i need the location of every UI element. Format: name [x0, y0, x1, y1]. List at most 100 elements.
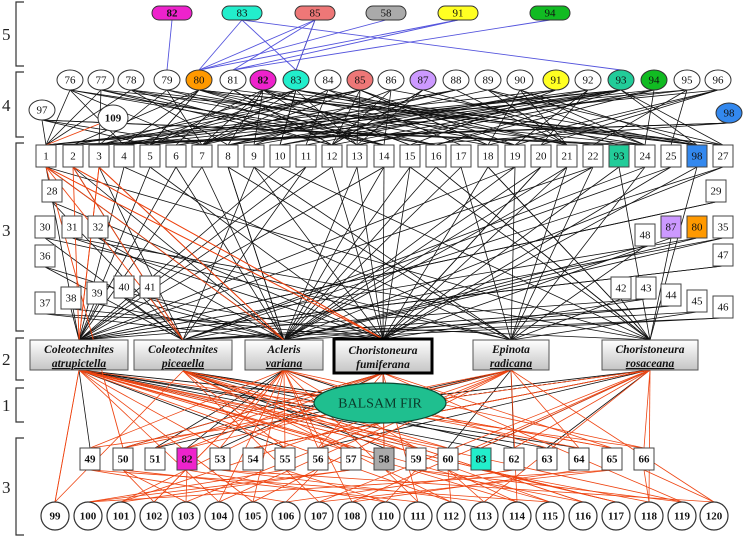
level3-side-node-35[interactable]: 35 [712, 215, 734, 239]
level3-bottom-node-49[interactable]: 49 [79, 447, 101, 471]
level4-node-109[interactable]: 109 [97, 104, 129, 132]
level3-parasitoid-node-110[interactable]: 110 [371, 501, 401, 531]
level3-parasitoid-node-116[interactable]: 116 [568, 501, 598, 531]
level3-side-node-44[interactable]: 44 [660, 283, 682, 307]
level3-parasitoid-node-106[interactable]: 106 [271, 501, 301, 531]
level3-bottom-node-66[interactable]: 66 [633, 447, 655, 471]
level4-node-82[interactable]: 82 [249, 69, 277, 91]
level3-node-5[interactable]: 5 [139, 144, 161, 168]
level4-node-97[interactable]: 97 [28, 99, 56, 121]
level4-node-89[interactable]: 89 [474, 69, 502, 91]
level3-bottom-node-55[interactable]: 55 [274, 447, 296, 471]
level3-parasitoid-node-112[interactable]: 112 [436, 501, 466, 531]
level3-node-2[interactable]: 2 [62, 144, 84, 168]
level3-bottom-node-64[interactable]: 64 [568, 447, 590, 471]
level3-parasitoid-node-101[interactable]: 101 [106, 501, 136, 531]
level3-bottom-node-56[interactable]: 56 [307, 447, 329, 471]
level3-node-4[interactable]: 4 [113, 144, 135, 168]
level3-side-node-32[interactable]: 32 [87, 215, 109, 239]
level3-side-node-37[interactable]: 37 [34, 291, 56, 315]
level3-bottom-node-50[interactable]: 50 [112, 447, 134, 471]
level3-parasitoid-node-108[interactable]: 108 [337, 501, 367, 531]
level4-node-96[interactable]: 96 [704, 69, 732, 91]
level3-side-node-31[interactable]: 31 [61, 215, 83, 239]
level4-node-77[interactable]: 77 [87, 69, 115, 91]
level3-bottom-node-59[interactable]: 59 [405, 447, 427, 471]
level3-node-21[interactable]: 21 [556, 144, 578, 168]
level5-node-85[interactable]: 85 [294, 5, 336, 21]
level3-parasitoid-node-119[interactable]: 119 [667, 501, 697, 531]
level3-side-node-39[interactable]: 39 [86, 281, 108, 305]
level3-node-10[interactable]: 10 [269, 144, 291, 168]
level3-side-node-38[interactable]: 38 [60, 286, 82, 310]
level3-node-18[interactable]: 18 [477, 144, 499, 168]
level3-node-19[interactable]: 19 [504, 144, 526, 168]
level3-bottom-node-82[interactable]: 82 [176, 447, 198, 471]
level3-side-node-46[interactable]: 46 [712, 295, 734, 319]
level3-node-9[interactable]: 9 [243, 144, 265, 168]
level3-node-27[interactable]: 27 [712, 144, 734, 168]
level3-node-13[interactable]: 13 [346, 144, 368, 168]
level3-parasitoid-node-99[interactable]: 99 [40, 501, 70, 531]
level3-bottom-node-58[interactable]: 58 [373, 447, 395, 471]
level3-parasitoid-node-113[interactable]: 113 [469, 501, 499, 531]
level3-parasitoid-node-117[interactable]: 117 [601, 501, 631, 531]
level5-node-58[interactable]: 58 [365, 5, 407, 21]
level4-node-81[interactable]: 81 [219, 69, 247, 91]
level4-node-86[interactable]: 86 [377, 69, 405, 91]
level3-node-12[interactable]: 12 [321, 144, 343, 168]
level3-parasitoid-node-102[interactable]: 102 [139, 501, 169, 531]
level4-node-94[interactable]: 94 [640, 69, 668, 91]
level4-node-85[interactable]: 85 [346, 69, 374, 91]
level3-bottom-node-62[interactable]: 62 [503, 447, 525, 471]
level3-bottom-node-65[interactable]: 65 [601, 447, 623, 471]
level4-node-84[interactable]: 84 [314, 69, 342, 91]
herbivore-choristoneura-rosaceana[interactable]: Choristoneura rosaceana [601, 339, 699, 371]
level3-node-17[interactable]: 17 [450, 144, 472, 168]
level4-node-79[interactable]: 79 [153, 69, 181, 91]
level4-node-88[interactable]: 88 [442, 69, 470, 91]
level3-node-1[interactable]: 1 [35, 144, 57, 168]
level3-node-22[interactable]: 22 [582, 144, 604, 168]
level3-side-node-29[interactable]: 29 [705, 179, 727, 203]
level3-parasitoid-node-105[interactable]: 105 [238, 501, 268, 531]
level3-parasitoid-node-103[interactable]: 103 [171, 501, 201, 531]
level3-bottom-node-57[interactable]: 57 [340, 447, 362, 471]
level4-node-98[interactable]: 98 [715, 102, 743, 124]
level3-side-node-47[interactable]: 47 [712, 243, 734, 267]
herbivore-coleotechnites-piceaella[interactable]: Coleotechnites piceaella [133, 339, 233, 371]
level3-parasitoid-node-120[interactable]: 120 [699, 501, 729, 531]
level3-side-node-80[interactable]: 80 [686, 215, 708, 239]
level3-side-node-48[interactable]: 48 [634, 223, 656, 247]
level3-side-node-30[interactable]: 30 [34, 215, 56, 239]
herbivore-coleotechnites-atrupictella[interactable]: Coleotechnites atrupictella [29, 339, 129, 371]
level5-node-91[interactable]: 91 [437, 5, 479, 21]
herbivore-choristoneura-fumiferana[interactable]: Choristoneura fumiferana [332, 337, 434, 375]
level3-node-8[interactable]: 8 [217, 144, 239, 168]
level4-node-91[interactable]: 91 [542, 69, 570, 91]
balsam-fir-node[interactable]: BALSAM FIR [313, 382, 447, 424]
level3-bottom-node-60[interactable]: 60 [437, 447, 459, 471]
level5-node-83[interactable]: 83 [221, 5, 263, 21]
level3-side-node-42[interactable]: 42 [610, 276, 632, 300]
level3-node-15[interactable]: 15 [399, 144, 421, 168]
level4-node-92[interactable]: 92 [574, 69, 602, 91]
level3-node-20[interactable]: 20 [530, 144, 552, 168]
level3-parasitoid-node-104[interactable]: 104 [204, 501, 234, 531]
level3-parasitoid-node-100[interactable]: 100 [73, 501, 103, 531]
level4-node-87[interactable]: 87 [409, 69, 437, 91]
level3-node-6[interactable]: 6 [165, 144, 187, 168]
level3-bottom-node-83[interactable]: 83 [470, 447, 492, 471]
level3-node-3[interactable]: 3 [88, 144, 110, 168]
level4-node-80[interactable]: 80 [185, 69, 213, 91]
level4-node-95[interactable]: 95 [673, 69, 701, 91]
level3-bottom-node-54[interactable]: 54 [242, 447, 264, 471]
level4-node-78[interactable]: 78 [117, 69, 145, 91]
herbivore-acleris-variana[interactable]: Acleris variana [244, 339, 324, 371]
herbivore-epinota-radicana[interactable]: Epinota radicana [472, 339, 550, 371]
level3-node-11[interactable]: 11 [295, 144, 317, 168]
level3-side-node-36[interactable]: 36 [34, 244, 56, 268]
level3-side-node-87[interactable]: 87 [660, 215, 682, 239]
level3-bottom-node-63[interactable]: 63 [536, 447, 558, 471]
level3-bottom-node-51[interactable]: 51 [144, 447, 166, 471]
